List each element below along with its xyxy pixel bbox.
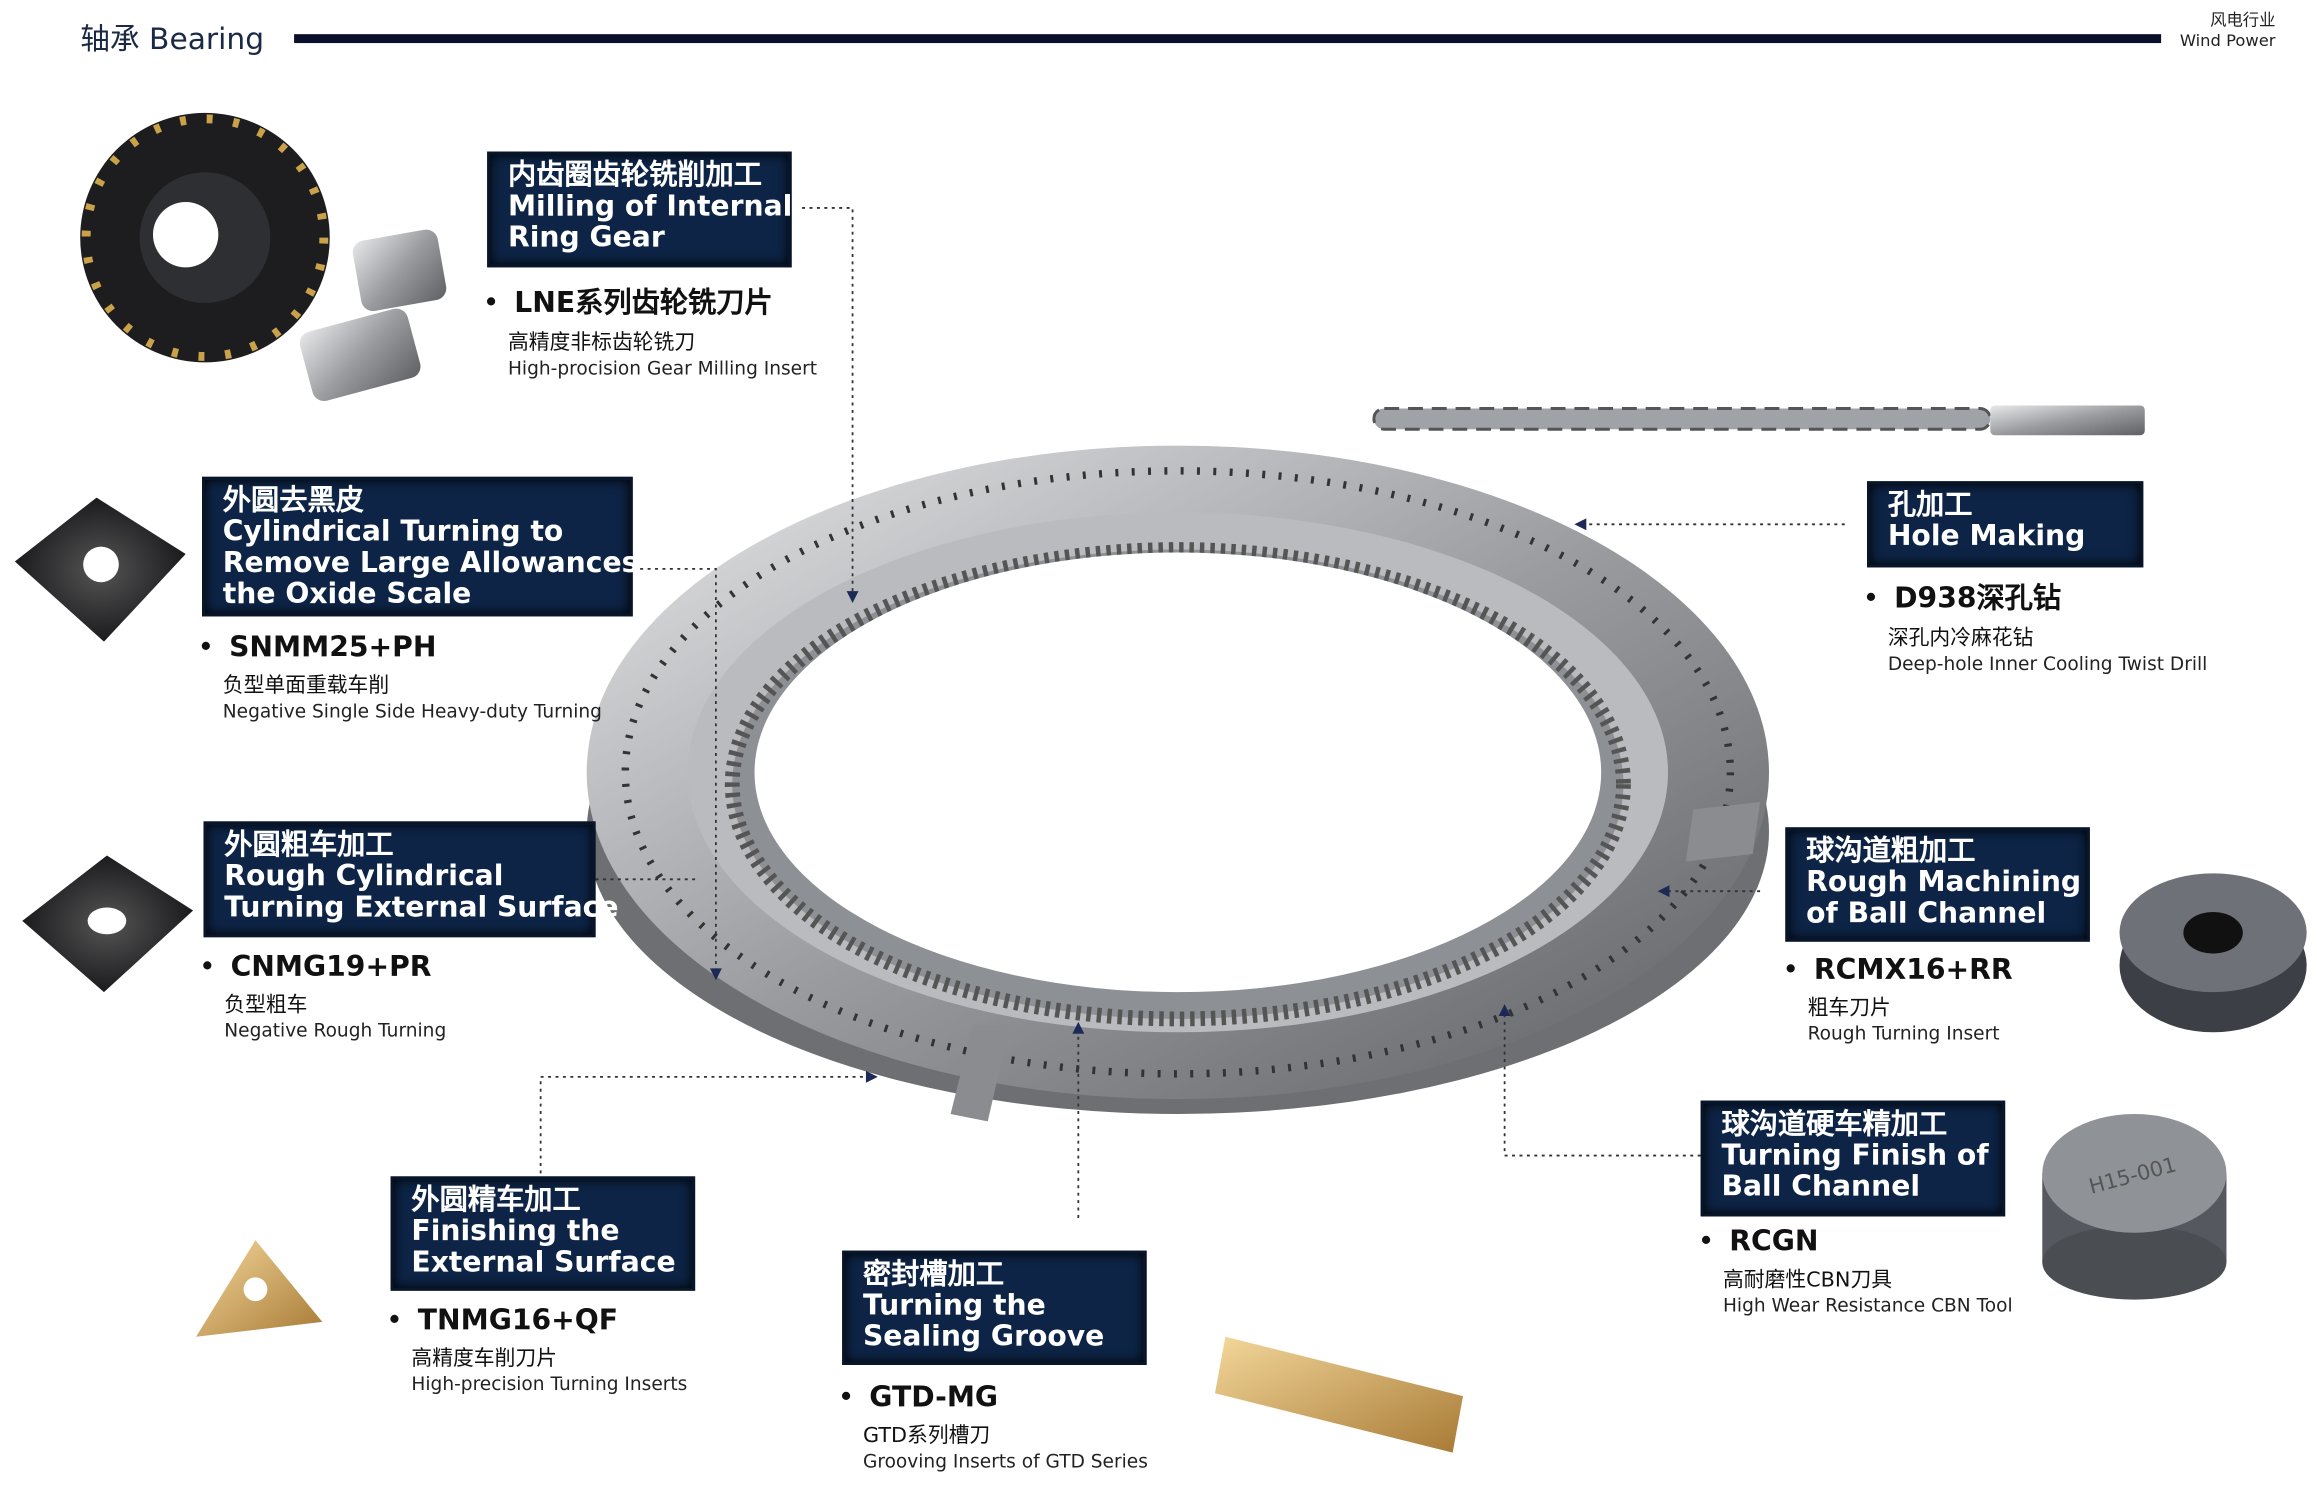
product-desc-cn: 高精度非标齿轮铣刀 — [507, 331, 696, 355]
process-title-line: Ball Channel — [1721, 1170, 1921, 1204]
bearing-ring — [586, 445, 1769, 1122]
process-title-line: Ring Gear — [507, 221, 665, 254]
process-title-line: Rough Cylindrical — [224, 859, 504, 893]
product-desc-en: High Wear Resistance CBN Tool — [1722, 1293, 2013, 1316]
product-desc-en: High-precision Turning Inserts — [411, 1372, 688, 1395]
process-title-line: of Ball Channel — [1806, 897, 2047, 930]
gtd-insert-image — [1214, 1336, 1464, 1453]
rcmx-insert-image — [2119, 873, 2307, 1033]
process-title-line: 孔加工 — [1887, 488, 1973, 522]
industry-cn: 风电行业 — [2210, 10, 2276, 30]
product-desc-en: Deep-hole Inner Cooling Twist Drill — [1887, 652, 2208, 675]
lne-insert-image-2 — [299, 308, 421, 401]
process-title-line: 球沟道硬车精加工 — [1721, 1108, 1948, 1141]
process-title-line: Hole Making — [1887, 519, 2086, 553]
product-desc-en: Negative Rough Turning — [224, 1018, 447, 1042]
process-title-line: 球沟道粗加工 — [1806, 834, 1976, 868]
process-title-line: 密封槽加工 — [862, 1258, 1005, 1291]
process-title-line: 外圆去黑皮 — [222, 484, 364, 517]
product-desc-cn: 高精度车削刀片 — [411, 1347, 557, 1371]
product-name: GTD-MG — [838, 1381, 1148, 1414]
lne-insert-image — [352, 229, 447, 312]
process-title-line: External Surface — [411, 1246, 676, 1279]
product-name: SNMM25+PH — [198, 631, 602, 664]
product-name: CNMG19+PR — [199, 951, 446, 984]
product-name: RCMX16+RR — [1782, 954, 2013, 987]
product-name: RCGN — [1698, 1225, 2013, 1258]
process-title-line: the Oxide Scale — [222, 577, 472, 611]
process-title-line: Milling of Internal — [507, 190, 793, 223]
product-desc-en: Negative Single Side Heavy-duty Turning — [222, 699, 602, 722]
product-name: TNMG16+QF — [386, 1304, 687, 1337]
product-name: D938深孔钻 — [1863, 576, 2208, 616]
product-desc-cn: 高耐磨性CBN刀具 — [1722, 1268, 1893, 1293]
process-title-line: Rough Machining — [1806, 865, 2082, 899]
process-title-line: Cylindrical Turning to — [222, 515, 564, 549]
connector-lines — [539, 207, 1845, 1218]
process-title-line: Turning Finish of — [1721, 1139, 1989, 1172]
product-desc-en: High-procision Gear Milling Insert — [507, 356, 818, 379]
product-desc-cn: 深孔内冷麻花钻 — [1887, 626, 2034, 651]
product-desc-en: Rough Turning Insert — [1807, 1021, 2000, 1045]
milling-cutter-image — [80, 112, 330, 363]
process-title-line: 内齿圈齿轮铣削加工 — [507, 158, 762, 192]
industry-label: 风电行业 Wind Power — [2180, 10, 2276, 52]
product-desc-cn: 负型粗车 — [224, 993, 308, 1018]
product-desc-cn: 负型单面重载车削 — [222, 674, 390, 699]
process-title-line: Turning the — [862, 1289, 1046, 1322]
snmm-insert-image — [14, 497, 186, 642]
cnmg-insert-image — [22, 855, 194, 993]
process-title-line: Turning External Surface — [224, 891, 619, 924]
process-title-line: Sealing Groove — [862, 1320, 1105, 1354]
tnmg-insert-image — [196, 1240, 323, 1337]
process-title-line: Finishing the — [411, 1214, 620, 1248]
section-title: 轴承 Bearing — [80, 20, 265, 57]
drill-image — [1372, 405, 2145, 436]
process-title-line: Remove Large Allowances — [222, 546, 639, 580]
product-desc-cn: 粗车刀片 — [1807, 996, 1891, 1021]
process-title-line: 外圆粗车加工 — [224, 828, 394, 862]
industry-en: Wind Power — [2179, 31, 2276, 51]
product-desc-en: Grooving Inserts of GTD Series — [862, 1449, 1148, 1472]
product-desc-cn: GTD系列槽刀 — [862, 1424, 991, 1449]
arrow-heads — [709, 518, 1670, 1083]
product-name: LNE系列齿轮铣刀片 — [483, 281, 817, 321]
rcgn-insert-image: H15-001 — [2042, 1113, 2227, 1300]
header-divider — [294, 34, 2162, 44]
process-title-line: 外圆精车加工 — [411, 1183, 581, 1217]
